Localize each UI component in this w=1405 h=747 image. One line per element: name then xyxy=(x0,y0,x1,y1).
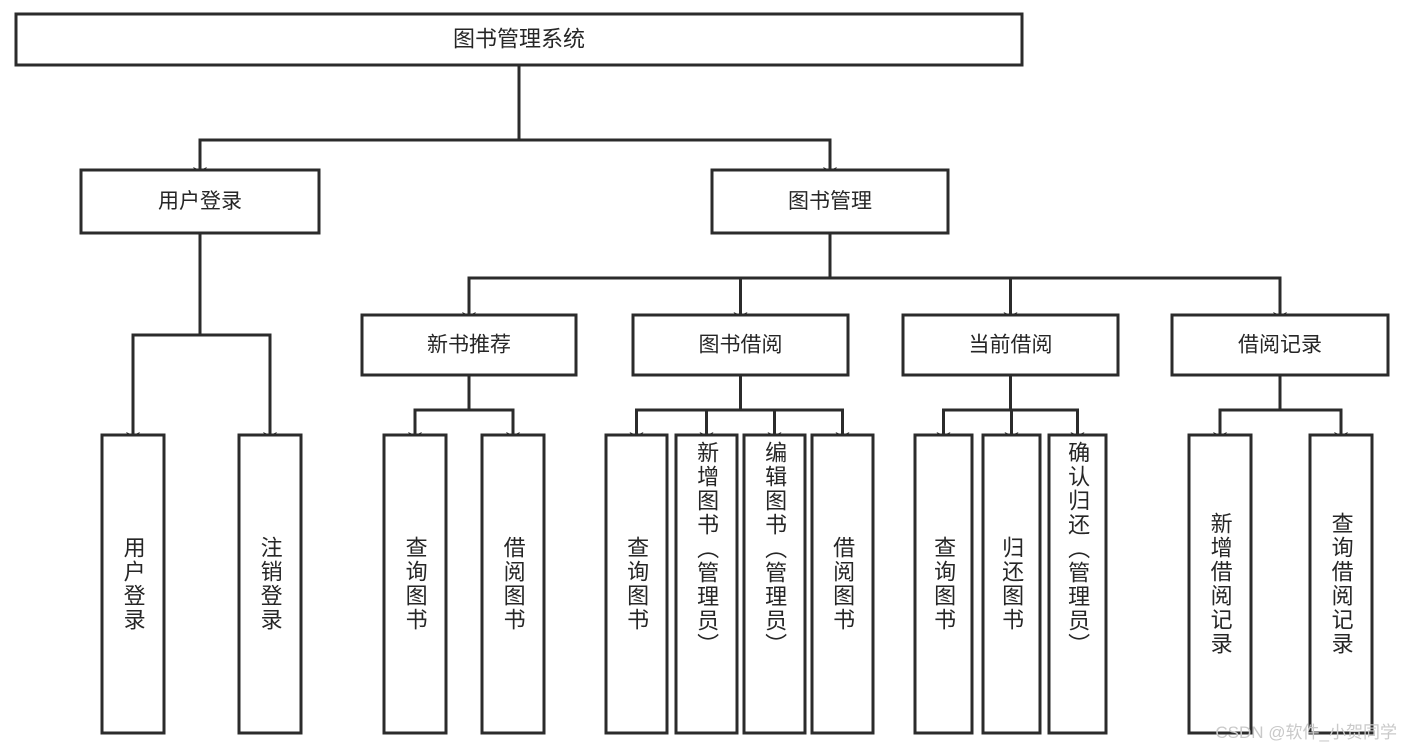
leaf-box-查询图书-8[interactable] xyxy=(913,433,974,735)
node-boxes xyxy=(14,12,1390,735)
leaf-box-借阅图书-7[interactable] xyxy=(810,433,875,735)
node-label-root: 图书管理系统 xyxy=(453,26,585,51)
node-label-用户登录: 用户登录 xyxy=(158,190,242,213)
leaf-box-用户登录-0[interactable] xyxy=(100,433,166,735)
node-label-新书推荐: 新书推荐 xyxy=(427,334,511,357)
node-label-借阅记录: 借阅记录 xyxy=(1238,334,1322,357)
node-box-借阅记录[interactable] xyxy=(1170,313,1390,377)
leaf-box-确认归还管理员-10[interactable] xyxy=(1047,433,1108,735)
leaf-box-新增借阅记录-11[interactable] xyxy=(1187,433,1253,735)
leaf-box-新增图书管理员-5[interactable] xyxy=(674,433,739,735)
node-box-root[interactable] xyxy=(14,12,1024,67)
leaf-box-注销登录-1[interactable] xyxy=(237,433,303,735)
node-box-图书管理[interactable] xyxy=(710,168,950,235)
node-box-当前借阅[interactable] xyxy=(901,313,1120,377)
node-box-新书推荐[interactable] xyxy=(360,313,578,377)
node-box-图书借阅[interactable] xyxy=(631,313,850,377)
leaf-box-借阅图书-3[interactable] xyxy=(480,433,546,735)
node-label-图书借阅: 图书借阅 xyxy=(699,334,783,357)
connector-lines xyxy=(126,63,1348,444)
leaf-box-查询图书-4[interactable] xyxy=(604,433,669,735)
leaf-box-编辑图书管理员-6[interactable] xyxy=(742,433,807,735)
node-label-当前借阅: 当前借阅 xyxy=(969,334,1053,357)
leaf-box-查询借阅记录-12[interactable] xyxy=(1308,433,1374,735)
leaf-box-查询图书-2[interactable] xyxy=(382,433,448,735)
leaf-box-归还图书-9[interactable] xyxy=(981,433,1042,735)
node-box-用户登录[interactable] xyxy=(79,168,321,235)
node-label-图书管理: 图书管理 xyxy=(788,190,872,213)
